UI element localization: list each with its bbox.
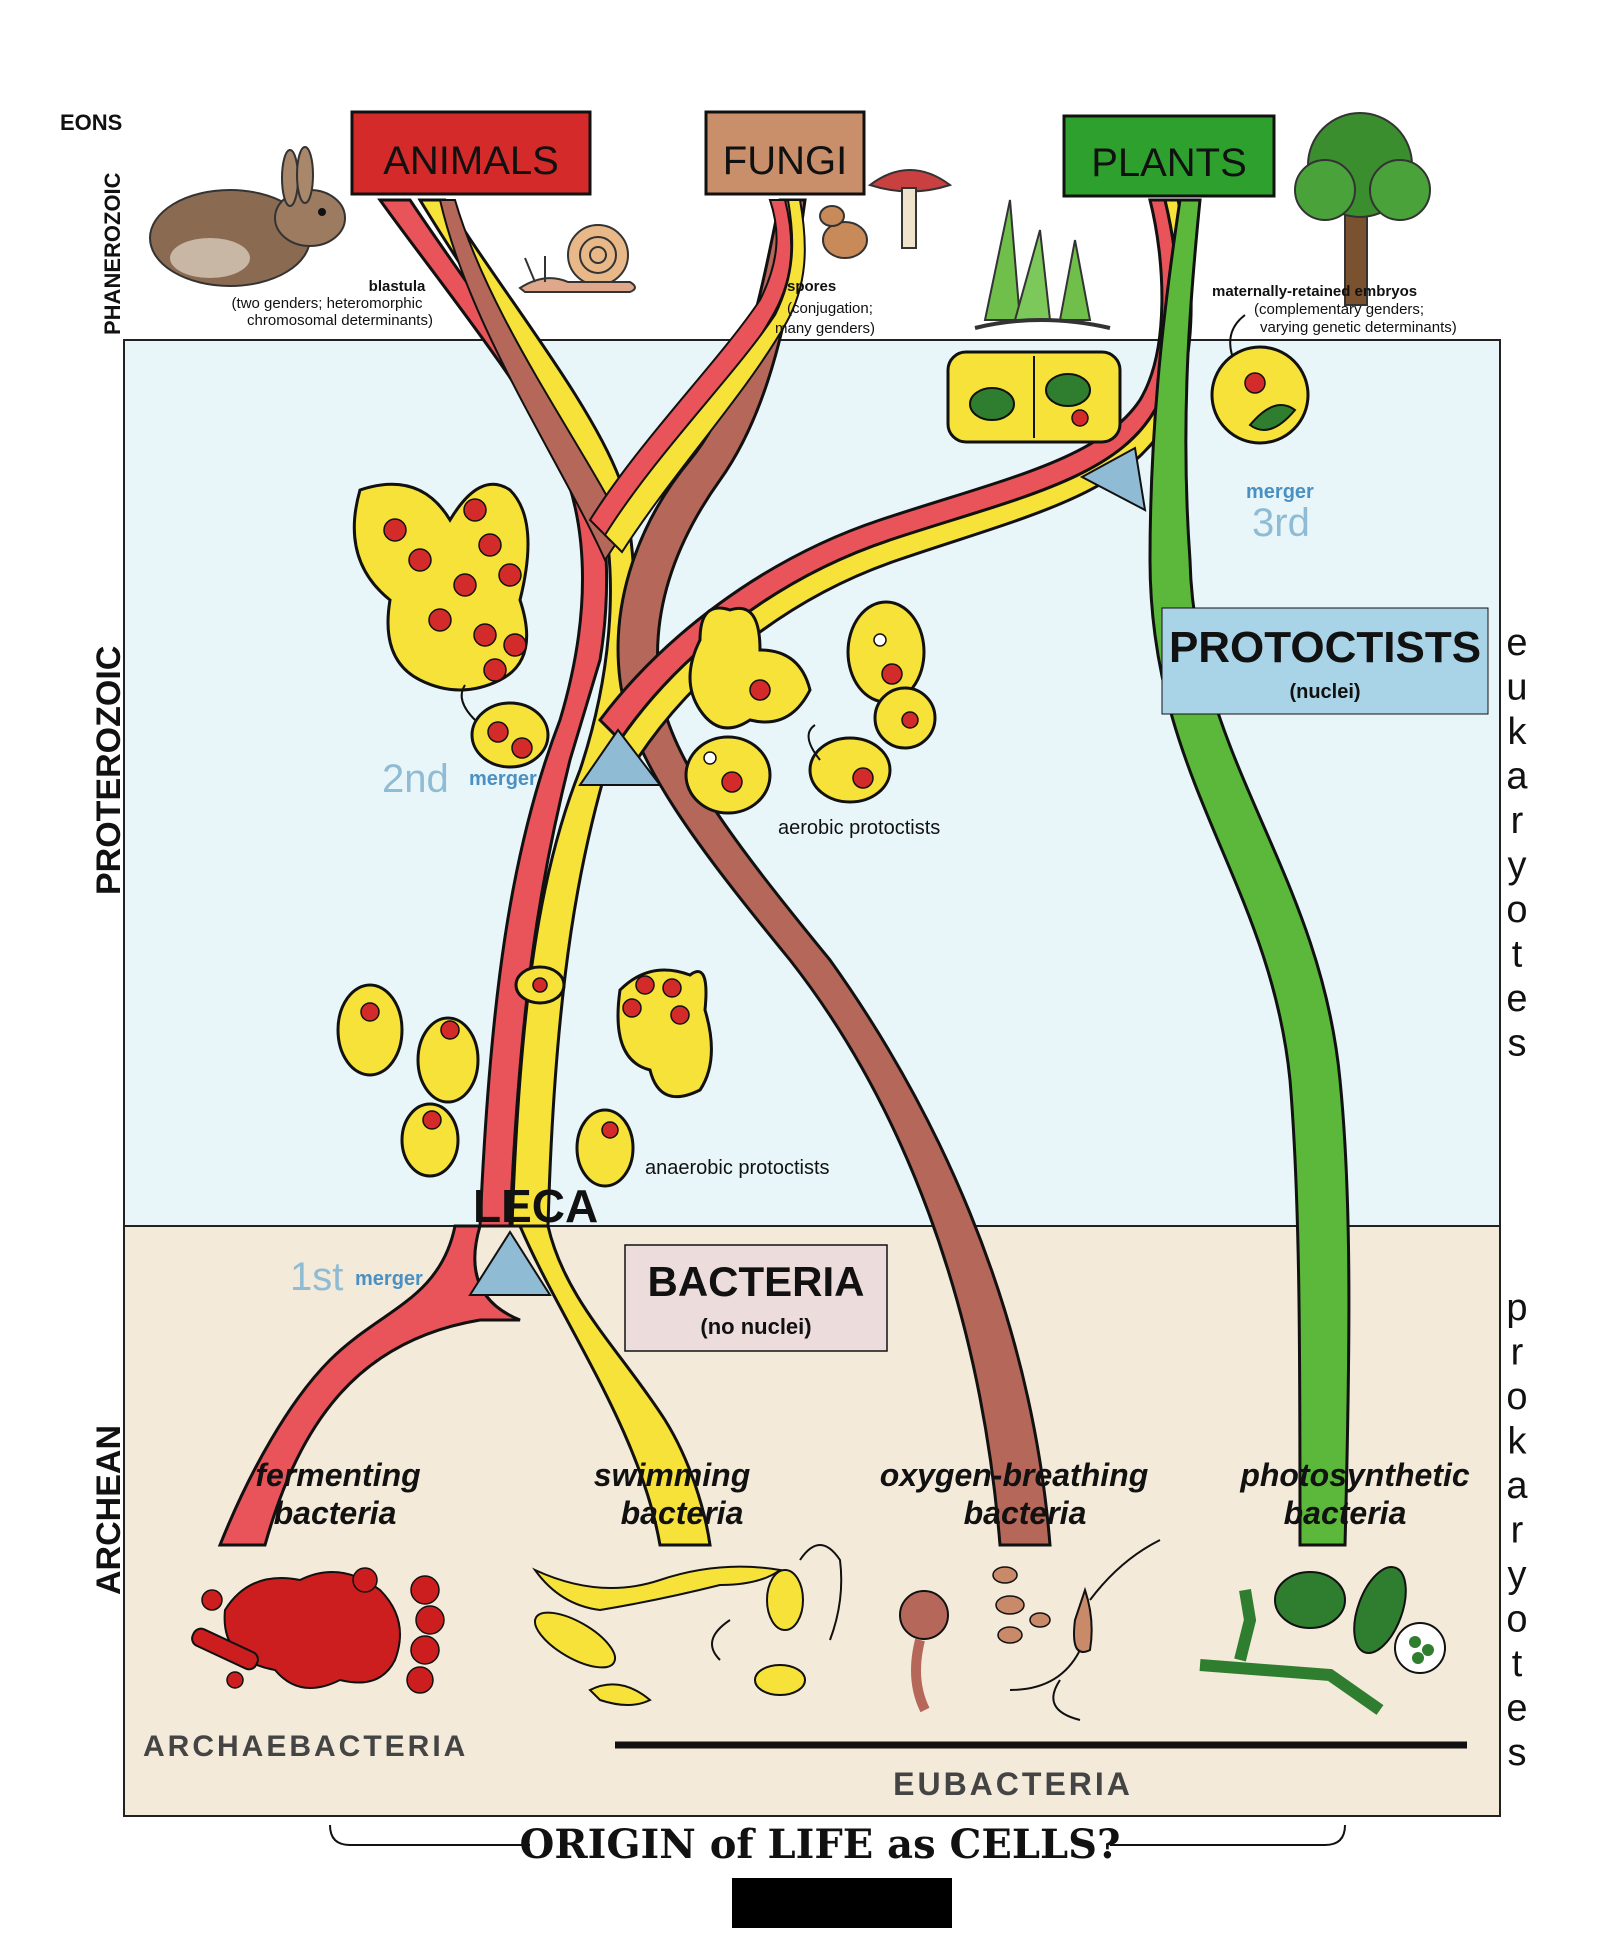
plant-cell-icon [946,350,1122,444]
swimming-label-1: swimming [594,1457,750,1493]
blastula-line2: chromosomal determinants) [247,312,433,329]
swimming-bacteria-icon [531,1544,843,1706]
blastula-line1: (two genders; heteromorphic [232,295,423,312]
fermenting-bacteria-icon [191,1567,445,1694]
spores-line1: (conjugation; [787,300,873,317]
grass-plant-icon [974,199,1111,330]
merger-3rd-triangle [1079,446,1147,512]
merger-1st-ordinal: 1st [290,1255,343,1299]
green-lineage [1148,198,1351,1547]
plants-box [1062,114,1276,198]
brown-animal-branch [438,199,627,563]
animals-box [350,110,592,196]
oxygen-label-1: oxygen-breathing [880,1457,1148,1493]
flagellate-cell-icon [460,684,550,769]
merger-3rd-word: merger [1246,481,1314,503]
anaerobic-protoctists-label: anaerobic protoctists [645,1157,830,1179]
spores-line2: many genders) [775,320,875,337]
spores-title: spores [787,278,836,295]
protoctists-subtitle: (nuclei) [1289,681,1360,703]
anaerobic-cells-icon [336,965,713,1188]
fungi-yellow-branch [603,199,806,554]
embryos-title: maternally-retained embryos [1212,283,1417,300]
merger-2nd-triangle [578,728,663,786]
snail-icon [518,224,636,293]
bacteria-subtitle: (no nuclei) [700,1314,811,1339]
bacteria-title: BACTERIA [648,1258,865,1305]
black-bar [732,1878,952,1928]
blastula-title: blastula [369,278,426,295]
merger-3rd-ordinal: 3rd [1252,501,1310,545]
merger-1st-triangle [468,1230,552,1296]
photosynthetic-bacteria-icon [1199,1566,1446,1715]
photo-label-1: photosynthetic [1239,1457,1470,1493]
animals-label: ANIMALS [383,139,559,183]
oxygen-label-2: bacteria [964,1495,1087,1531]
algal-cell-icon [1210,314,1310,445]
plant-yellow-branch [618,198,1193,761]
red-trunk [377,198,609,1228]
merger-2nd-word: merger [469,768,537,790]
aerobic-protoctists-label: aerobic protoctists [778,817,940,839]
origin-bracket [329,1824,1346,1846]
aerobic-cell-pair-icon [684,600,937,815]
fermenting-label-1: fermenting [255,1457,420,1493]
eubacteria-label: EUBACTERIA [893,1766,1133,1802]
origin-label: ORIGIN of LIFE as CELLS? [520,1821,1121,1868]
eon-archean: ARCHEAN [90,1425,128,1595]
leca-label: LECA [473,1180,598,1232]
multicell-animal-cluster-icon [352,482,530,692]
fermenting-label-2: bacteria [274,1495,397,1531]
protoctists-box [1161,607,1489,715]
swimming-label-2: bacteria [621,1495,744,1531]
eon-proterozoic: PROTEROZOIC [90,646,128,895]
tree-icon [1294,112,1431,306]
embryos-line2: varying genetic determinants) [1260,319,1457,336]
rabbit-icon [149,146,346,287]
merger-1st-word: merger [355,1268,423,1290]
fungi-box [704,110,866,196]
eons-header: EONS [60,110,122,135]
yellow-lineage-base [517,1224,712,1547]
mushroom-icon [819,169,953,259]
brown-lineage [616,198,1052,1547]
fungi-label: FUNGI [723,139,847,183]
photo-label-2: bacteria [1284,1495,1407,1531]
amoeba-cell-icon [688,606,812,730]
merger-2nd-ordinal: 2nd [382,757,449,801]
eon-phanerozoic: PHANEROZOIC [100,172,125,335]
oxygen-bacteria-icon [899,1539,1161,1721]
protoctists-title: PROTOCTISTS [1169,623,1481,672]
embryos-line1: (complementary genders; [1254,301,1424,318]
plants-label: PLANTS [1091,141,1247,185]
bacteria-box [624,1244,888,1352]
archaebacteria-label: ARCHAEBACTERIA [143,1730,468,1763]
